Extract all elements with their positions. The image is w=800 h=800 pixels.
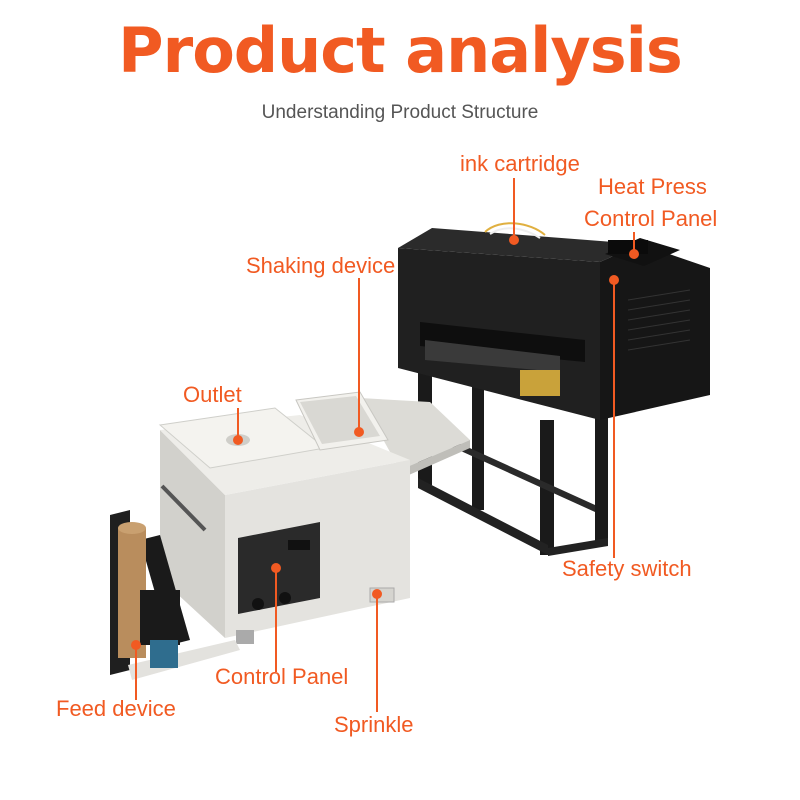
label-heat-press-line2: Control Panel [584,206,718,231]
page-subtitle: Understanding Product Structure [261,102,539,123]
label-outlet: Outlet [183,382,242,407]
label-sprinkle: Sprinkle [334,712,414,737]
label-heat-press-line1: Heat Press [598,174,707,199]
label-control-panel: Control Panel [215,664,349,689]
heat-press-unit [398,222,710,556]
callout-lines [135,178,635,712]
callout-dots [131,235,639,650]
label-safety-switch: Safety switch [562,556,692,581]
label-feed-device: Feed device [56,696,176,721]
label-ink-cartridge: ink cartridge [460,151,580,176]
powder-shaker-unit [110,391,470,680]
page-title: Product analysis [118,14,683,87]
label-shaking-device: Shaking device [246,253,396,278]
